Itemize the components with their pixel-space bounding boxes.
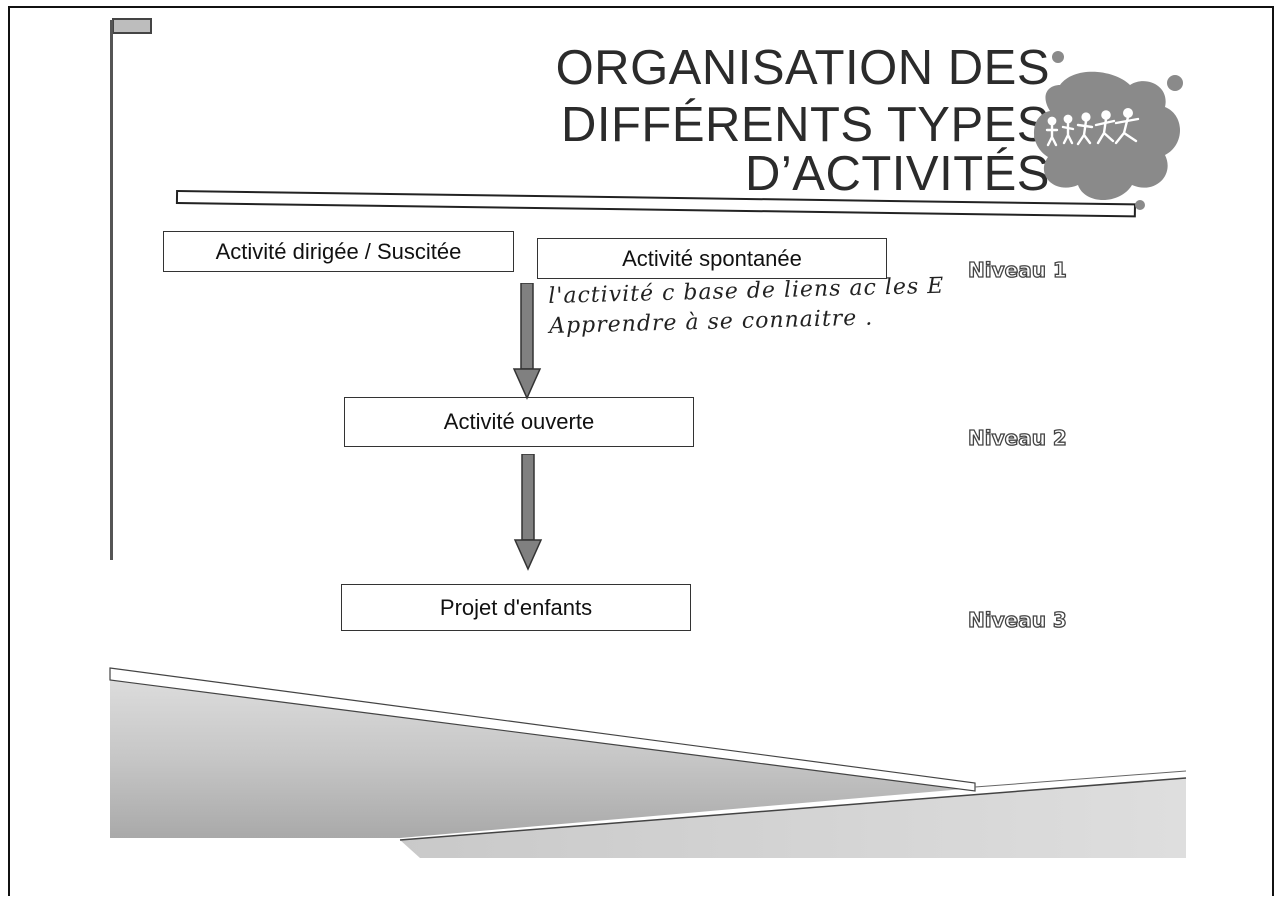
box-activite-ouverte: Activité ouverte xyxy=(344,397,694,447)
level-1-label: Niveau 1 xyxy=(967,257,1067,282)
title-line-3: D’ACTIVITÉS xyxy=(745,147,1050,201)
slide-title: ORGANISATION DES DIFFÉRENTS TYPES D’ACTI… xyxy=(430,40,1050,203)
box-activite-dirigee: Activité dirigée / Suscitée xyxy=(163,231,514,272)
left-bar-cap xyxy=(112,18,152,34)
down-arrow-icon xyxy=(512,283,542,400)
title-line-2: DIFFÉRENTS TYPES xyxy=(560,98,1050,152)
left-vertical-bar xyxy=(110,20,113,560)
splash-logo-icon xyxy=(1033,51,1183,210)
title-line-1: ORGANISATION DES xyxy=(555,41,1050,95)
level-2-label: Niveau 2 xyxy=(967,425,1067,450)
level-3-label: Niveau 3 xyxy=(967,607,1067,632)
down-arrow-icon xyxy=(513,454,543,571)
box-projet-enfants: Projet d'enfants xyxy=(341,584,691,631)
box-activite-spontanee: Activité spontanée xyxy=(537,238,887,279)
